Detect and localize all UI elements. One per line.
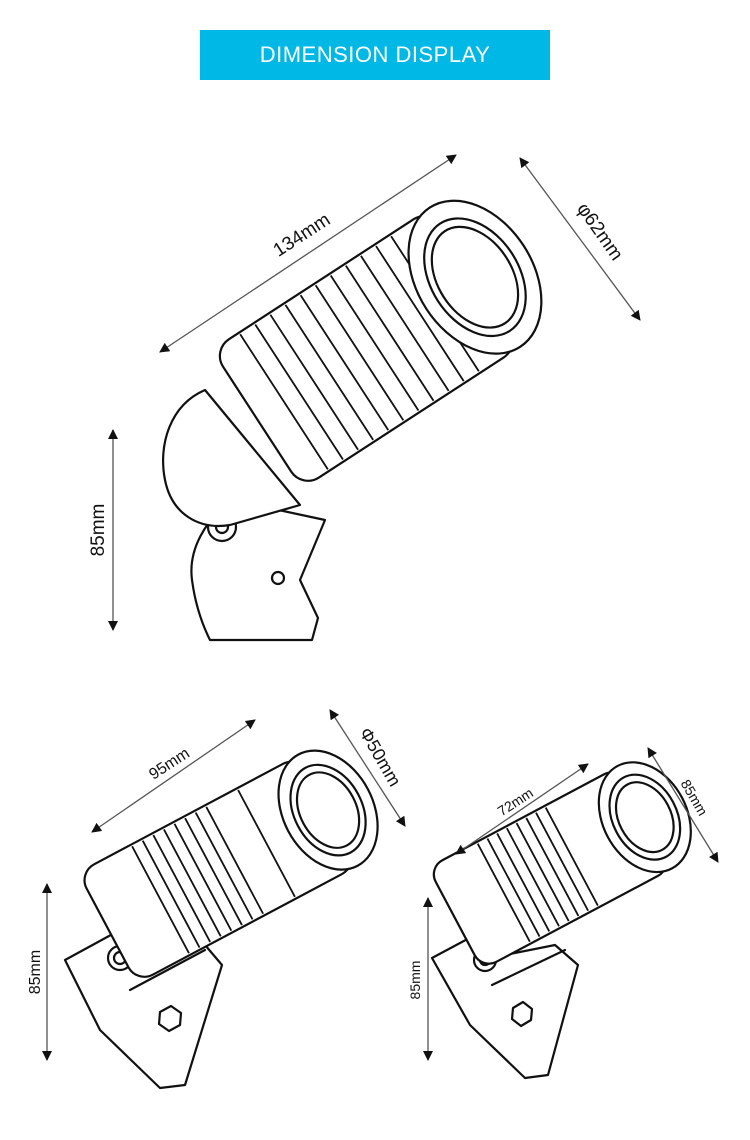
medium-length-label: 95mm	[146, 745, 193, 783]
large-height-label: 85mm	[88, 504, 109, 557]
dimension-display-banner: DIMENSION DISPLAY	[200, 30, 550, 80]
large-spotlight-drawing: 134mm φ62mm 85mm	[88, 154, 641, 642]
medium-height-label: 85mm	[27, 950, 44, 994]
small-spotlight-drawing: 72mm 85mm 85mm	[407, 747, 719, 1080]
medium-spotlight-drawing: 95mm Φ50mm 85mm	[27, 709, 406, 1090]
small-height-label: 85mm	[407, 961, 423, 1000]
large-length-label: 134mm	[270, 209, 335, 261]
large-diameter-label: φ62mm	[572, 199, 627, 264]
